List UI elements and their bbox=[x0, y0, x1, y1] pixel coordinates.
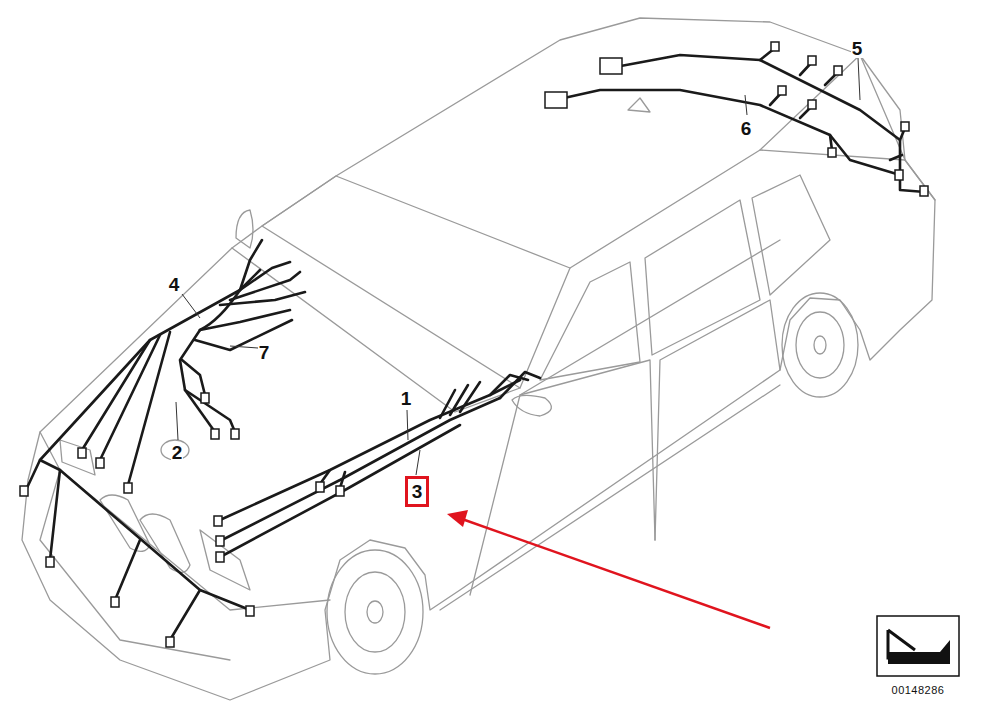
callout-number: 6 bbox=[740, 119, 753, 138]
highlight-box: 3 bbox=[405, 476, 430, 507]
callout-number: 7 bbox=[258, 343, 271, 362]
callout-number: 1 bbox=[400, 389, 413, 408]
figure-number: 00148286 bbox=[891, 685, 946, 696]
callout-number: 5 bbox=[851, 39, 864, 58]
callout-number: 3 bbox=[412, 482, 423, 501]
callout-number: 4 bbox=[168, 275, 181, 294]
callout-number: 2 bbox=[171, 443, 184, 462]
